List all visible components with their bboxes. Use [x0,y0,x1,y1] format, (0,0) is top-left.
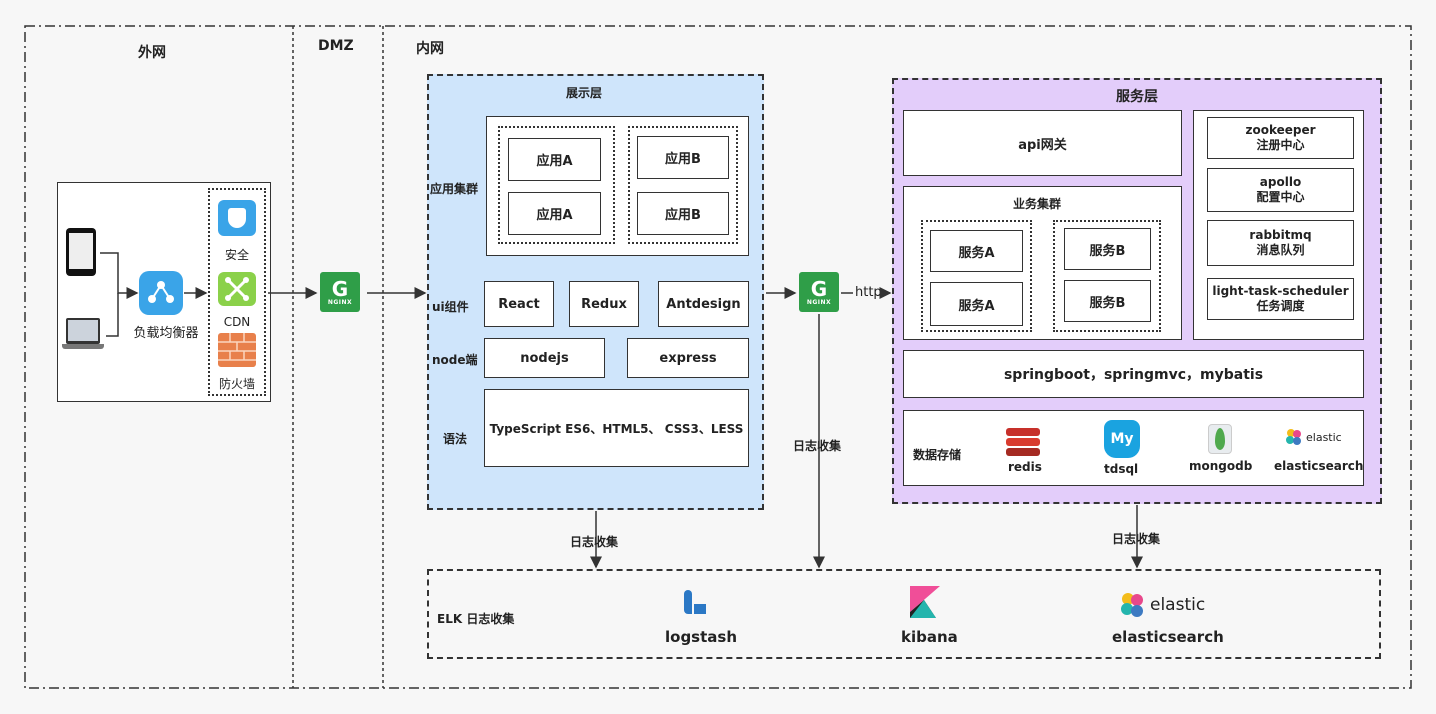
redis-label: redis [1008,460,1042,474]
service-a-2: 服务A [930,282,1023,326]
zone-title-inner: 内网 [416,41,444,57]
nginx-glyph: G [331,276,349,301]
comp-rabbitmq: rabbitmq 消息队列 [1207,220,1354,266]
mongodb-label: mongodb [1189,459,1253,473]
node-express: express [627,338,749,378]
load-balancer-icon [139,271,183,315]
storage-label: 数据存储 [913,448,962,462]
api-gateway: api网关 [903,110,1182,176]
elastic-small-icon [1285,428,1303,446]
tdsql-icon: My [1104,420,1140,458]
ui-react: React [484,281,554,327]
elk-box [427,569,1381,659]
comp-scheduler-desc: 任务调度 [1256,299,1305,313]
presentation-title: 展示层 [566,86,603,100]
app-a-2: 应用A [508,192,601,235]
security-label: 安全 [224,248,249,262]
elasticsearch-storage-label: elasticsearch [1274,459,1364,473]
load-balancer-label: 负载均衡器 [133,326,199,341]
node-label: node端 [432,353,478,367]
service-b-1: 服务B [1064,228,1151,270]
comp-apollo-name: apollo [1259,175,1302,189]
log-label-middle: 日志收集 [793,439,842,453]
comp-zookeeper: zookeeper 注册中心 [1207,117,1354,159]
zone-title-outer: 外网 [138,45,166,61]
security-group [208,188,266,396]
service-a-1: 服务A [930,230,1023,272]
redis-icon [1006,428,1040,456]
app-cluster-label: 应用集群 [430,182,479,196]
comp-zookeeper-name: zookeeper [1245,123,1316,137]
frameworks-box: springboot，springmvc，mybatis [903,350,1364,398]
elk-title: ELK 日志收集 [437,612,515,626]
business-cluster-title: 业务集群 [1013,197,1062,211]
service-b-2: 服务B [1064,280,1151,322]
app-group-a [498,126,615,244]
comp-rabbitmq-desc: 消息队列 [1256,243,1305,257]
nginx-text: NGINX [327,298,353,306]
nginx-dmz-icon: G NGINX [320,272,360,312]
nginx-inner-icon: G NGINX [799,272,839,312]
cdn-label: CDN [223,315,251,329]
ui-redux: Redux [569,281,639,327]
laptop-icon [62,318,104,352]
ui-antdesign: Antdesign [658,281,749,327]
service-group-b [1053,220,1161,332]
elastic-logo-text: elastic [1150,595,1206,615]
comp-scheduler-name: light-task-scheduler [1212,284,1349,298]
app-a-1: 应用A [508,138,601,181]
app-b-2: 应用B [637,192,729,235]
elastic-small-logo: elastic [1306,431,1342,444]
zone-title-dmz: DMZ [318,38,354,54]
comp-apollo-desc: 配置中心 [1256,190,1305,204]
syntax-label: 语法 [443,432,468,446]
elastic-icon [1120,592,1146,618]
comp-apollo: apollo 配置中心 [1207,168,1354,212]
service-group-a [921,220,1032,332]
kibana-icon [910,586,942,618]
service-title: 服务层 [1116,89,1158,105]
elk-elasticsearch-label: elasticsearch [1112,628,1224,646]
firewall-icon [218,333,256,367]
cdn-icon [218,272,256,306]
logstash-icon [684,590,710,616]
nginx-text: NGINX [806,298,832,306]
syntax-box: TypeScript ES6、HTML5、 CSS3、LESS [484,389,749,467]
phone-icon [66,228,96,276]
http-label: http [855,285,882,300]
logstash-label: logstash [665,628,738,646]
app-b-1: 应用B [637,136,729,179]
tdsql-label: tdsql [1104,462,1139,476]
app-group-b [628,126,738,244]
node-nodejs: nodejs [484,338,605,378]
nginx-glyph: G [810,276,828,301]
log-label-left: 日志收集 [570,535,619,549]
mongodb-icon [1208,424,1232,454]
log-label-right: 日志收集 [1112,532,1161,546]
kibana-label: kibana [901,628,958,646]
tdsql-logo-text: My [1110,431,1134,447]
firewall-label: 防火墙 [218,377,255,391]
shield-icon [218,200,256,236]
comp-zookeeper-desc: 注册中心 [1256,138,1305,152]
comp-rabbitmq-name: rabbitmq [1249,228,1312,242]
ui-label: ui组件 [432,300,469,314]
comp-scheduler: light-task-scheduler 任务调度 [1207,278,1354,320]
